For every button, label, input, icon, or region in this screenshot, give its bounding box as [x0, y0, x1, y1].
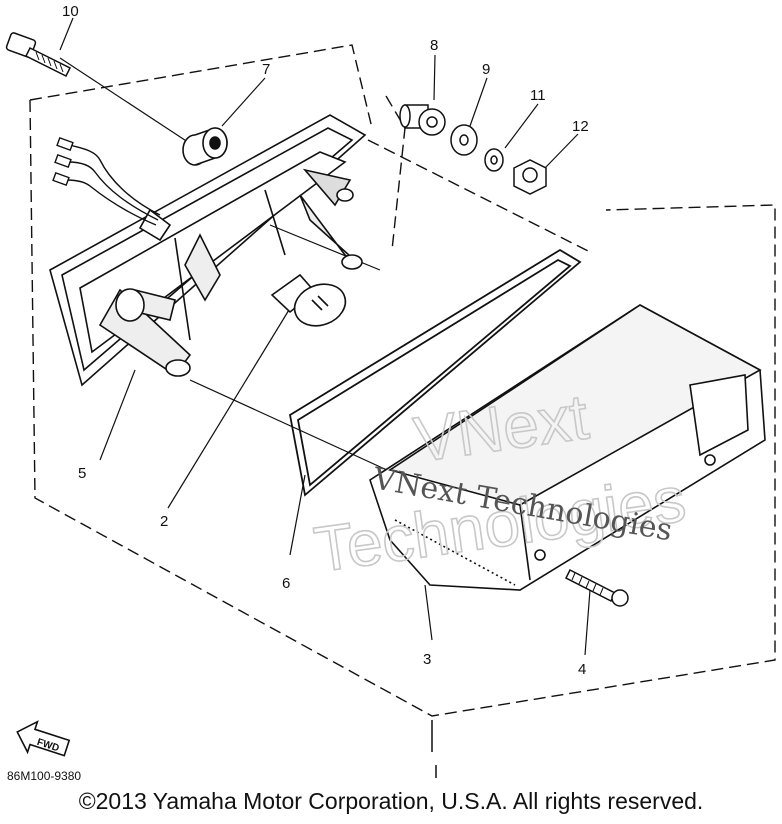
callout-7: 7 [262, 61, 270, 78]
lens-3 [369, 304, 766, 591]
fwd-arrow-icon: FWD [16, 720, 71, 757]
bulb-2 [270, 273, 347, 327]
callout-10: 10 [62, 3, 79, 20]
callout-4: 4 [578, 661, 586, 678]
part-code: 86M100-9380 [7, 769, 82, 783]
grommet-7 [182, 127, 228, 166]
callout-8: 8 [430, 37, 438, 54]
callout-3: 3 [423, 651, 431, 668]
callout-11: 11 [530, 87, 546, 104]
wire-harness [52, 136, 161, 226]
lock-washer-11 [484, 148, 504, 172]
screw-4 [564, 568, 629, 607]
axis-marks [431, 720, 437, 778]
callout-2: 2 [160, 513, 168, 530]
callout-labels: 10 7 8 9 11 12 5 2 6 3 4 [62, 3, 589, 678]
copyright-notice: ©2013 Yamaha Motor Corporation, U.S.A. A… [78, 788, 704, 814]
lamp-housing-5 [49, 114, 367, 387]
gasket-6 [289, 248, 582, 497]
washer-9 [450, 124, 478, 156]
screw-10 [5, 32, 72, 78]
callout-6: 6 [282, 575, 290, 592]
leader-lines [59, 17, 591, 656]
callout-12: 12 [572, 118, 589, 135]
watermark: VNext Technologies VNext Technologies [309, 379, 691, 586]
nut-12 [513, 159, 547, 195]
collar-8 [399, 104, 446, 136]
callout-9: 9 [482, 61, 490, 78]
callout-5: 5 [78, 465, 86, 482]
